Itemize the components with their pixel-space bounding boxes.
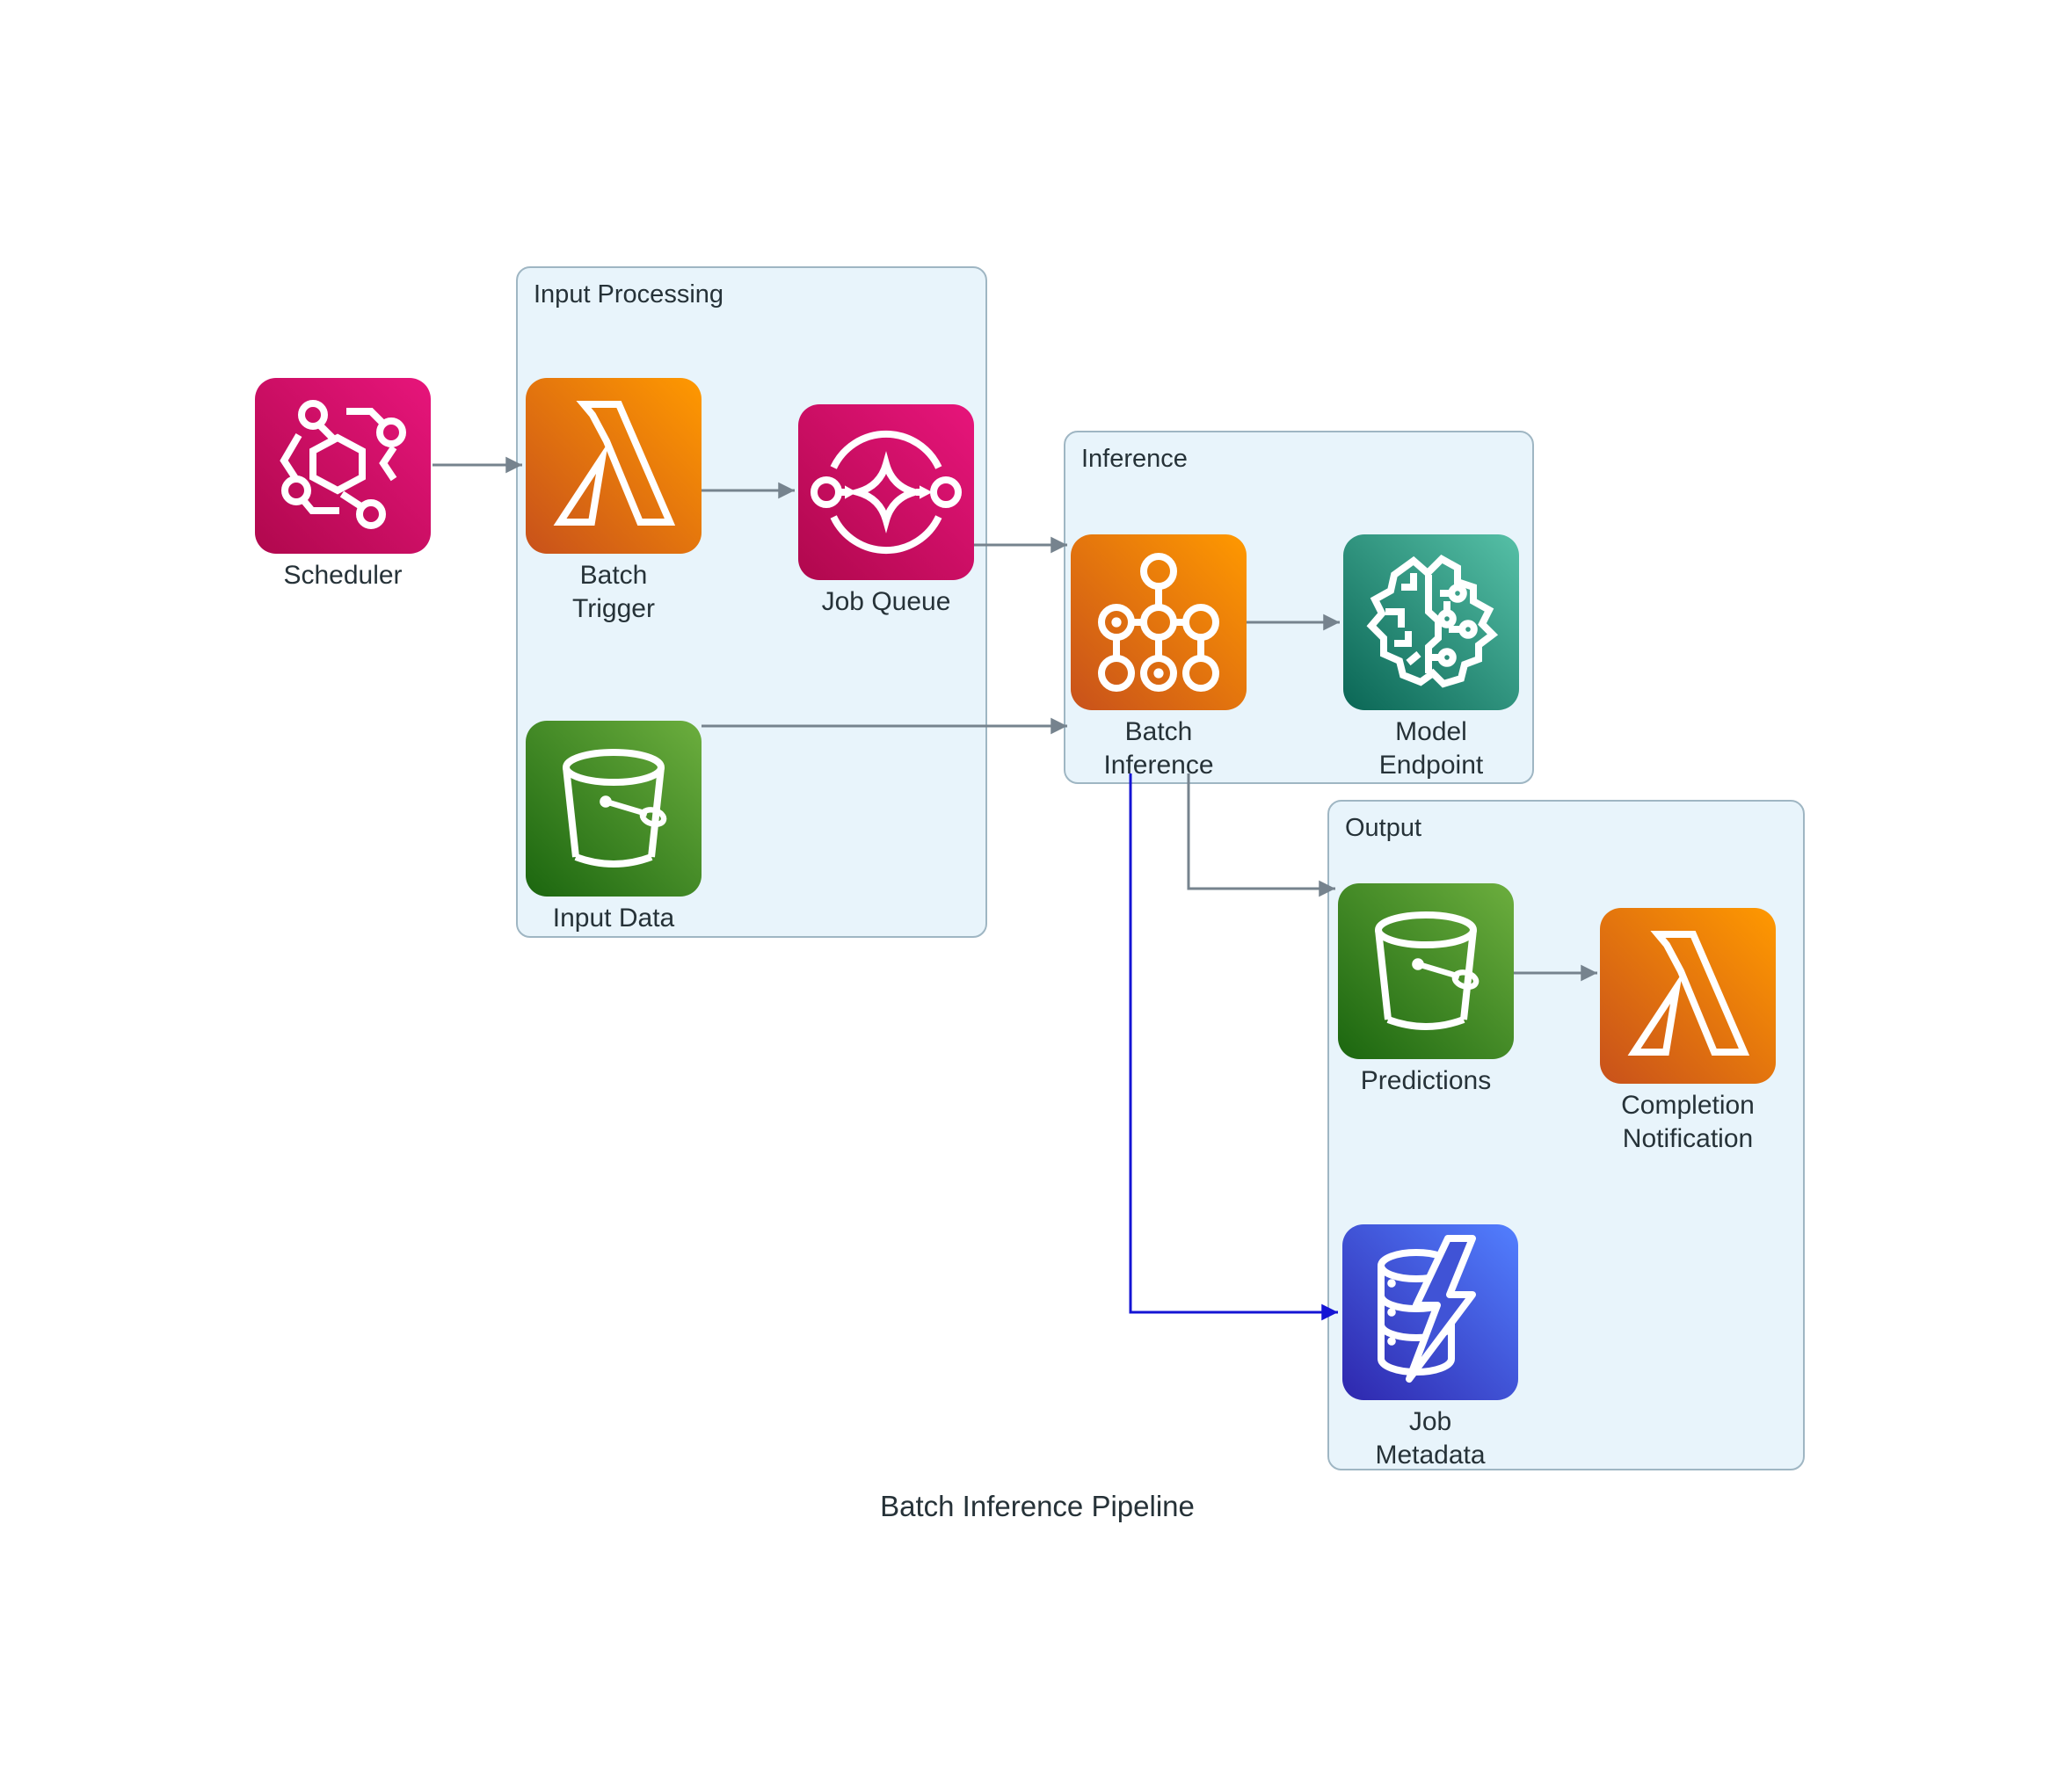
sagemaker-brain-icon (1366, 555, 1499, 688)
node-batch-inference[interactable]: Batch Inference (1071, 534, 1247, 780)
node-completion-notification[interactable]: Completion Notification (1600, 908, 1776, 1153)
lambda-icon (553, 401, 676, 526)
sqs-queue-icon (811, 431, 962, 554)
icon-tile (1343, 534, 1519, 710)
s3-bucket-icon (563, 749, 667, 868)
node-scheduler-label: Scheduler (283, 561, 403, 590)
dynamodb-lightning-icon (1378, 1235, 1476, 1383)
node-model-endpoint-label: Model Endpoint (1378, 717, 1484, 780)
node-predictions[interactable]: Predictions (1338, 883, 1514, 1095)
node-input-data[interactable]: Input Data (526, 721, 702, 933)
group-output-label: Output (1345, 814, 1422, 842)
edge-batch-inference-to-job-metadata (1129, 773, 1338, 1321)
node-job-metadata[interactable]: Job Metadata (1342, 1224, 1518, 1470)
node-batch-trigger[interactable]: Batch Trigger (526, 378, 702, 623)
icon-tile (1600, 908, 1776, 1084)
icon-tile (1338, 883, 1514, 1059)
icon-tile (798, 404, 974, 580)
s3-bucket-icon (1375, 911, 1479, 1030)
diagram-title: Batch Inference Pipeline (880, 1490, 1195, 1522)
node-input-data-label: Input Data (552, 904, 675, 933)
node-job-metadata-label: Job Metadata (1375, 1407, 1486, 1470)
icon-tile (1342, 1224, 1518, 1400)
batch-tree-icon (1098, 553, 1219, 692)
node-job-queue-label: Job Queue (821, 587, 951, 616)
eventbridge-scheduler-icon (280, 400, 406, 529)
node-job-queue[interactable]: Job Queue (798, 404, 974, 616)
icon-tile (1071, 534, 1247, 710)
node-batch-inference-label: Batch Inference (1103, 717, 1214, 780)
icon-tile (526, 721, 702, 897)
node-predictions-label: Predictions (1360, 1066, 1492, 1095)
node-model-endpoint[interactable]: Model Endpoint (1343, 534, 1519, 780)
edge-batch-inference-to-predictions (1187, 773, 1335, 897)
node-batch-trigger-label: Batch Trigger (572, 561, 655, 623)
node-scheduler[interactable]: Scheduler (255, 378, 431, 590)
lambda-icon (1627, 931, 1750, 1056)
node-completion-notification-label: Completion Notification (1621, 1091, 1755, 1153)
group-inference-label: Inference (1081, 445, 1188, 473)
group-input-processing-label: Input Processing (534, 280, 724, 309)
icon-tile (526, 378, 702, 554)
icon-tile (255, 378, 431, 554)
